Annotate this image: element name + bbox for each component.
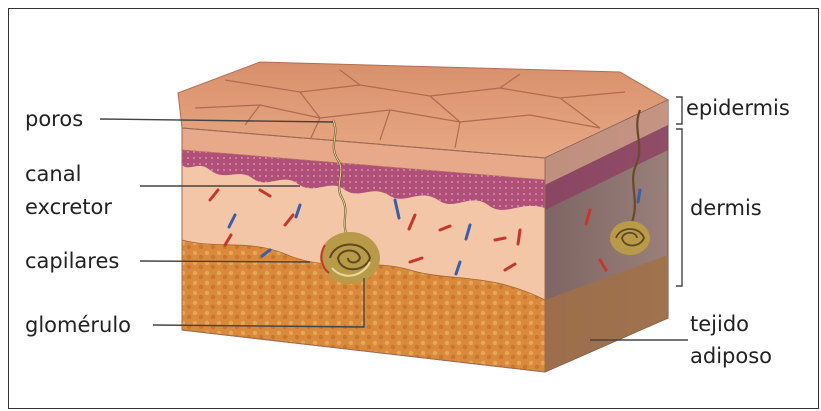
side-glomerulus bbox=[610, 221, 650, 255]
bracket-epidermis bbox=[676, 97, 682, 124]
label-capilares: capilares bbox=[25, 249, 119, 273]
label-epidermis: epidermis bbox=[686, 96, 790, 120]
label-glomerulo: glomérulo bbox=[25, 313, 131, 337]
label-canal: canal bbox=[25, 162, 81, 186]
glomerulus bbox=[320, 232, 380, 284]
label-excretor: excretor bbox=[25, 195, 112, 219]
label-adiposo: adiposo bbox=[690, 344, 772, 368]
label-poros: poros bbox=[25, 107, 83, 131]
label-dermis: dermis bbox=[690, 196, 762, 220]
bracket-dermis bbox=[676, 129, 682, 286]
label-tejido: tejido bbox=[690, 312, 749, 336]
